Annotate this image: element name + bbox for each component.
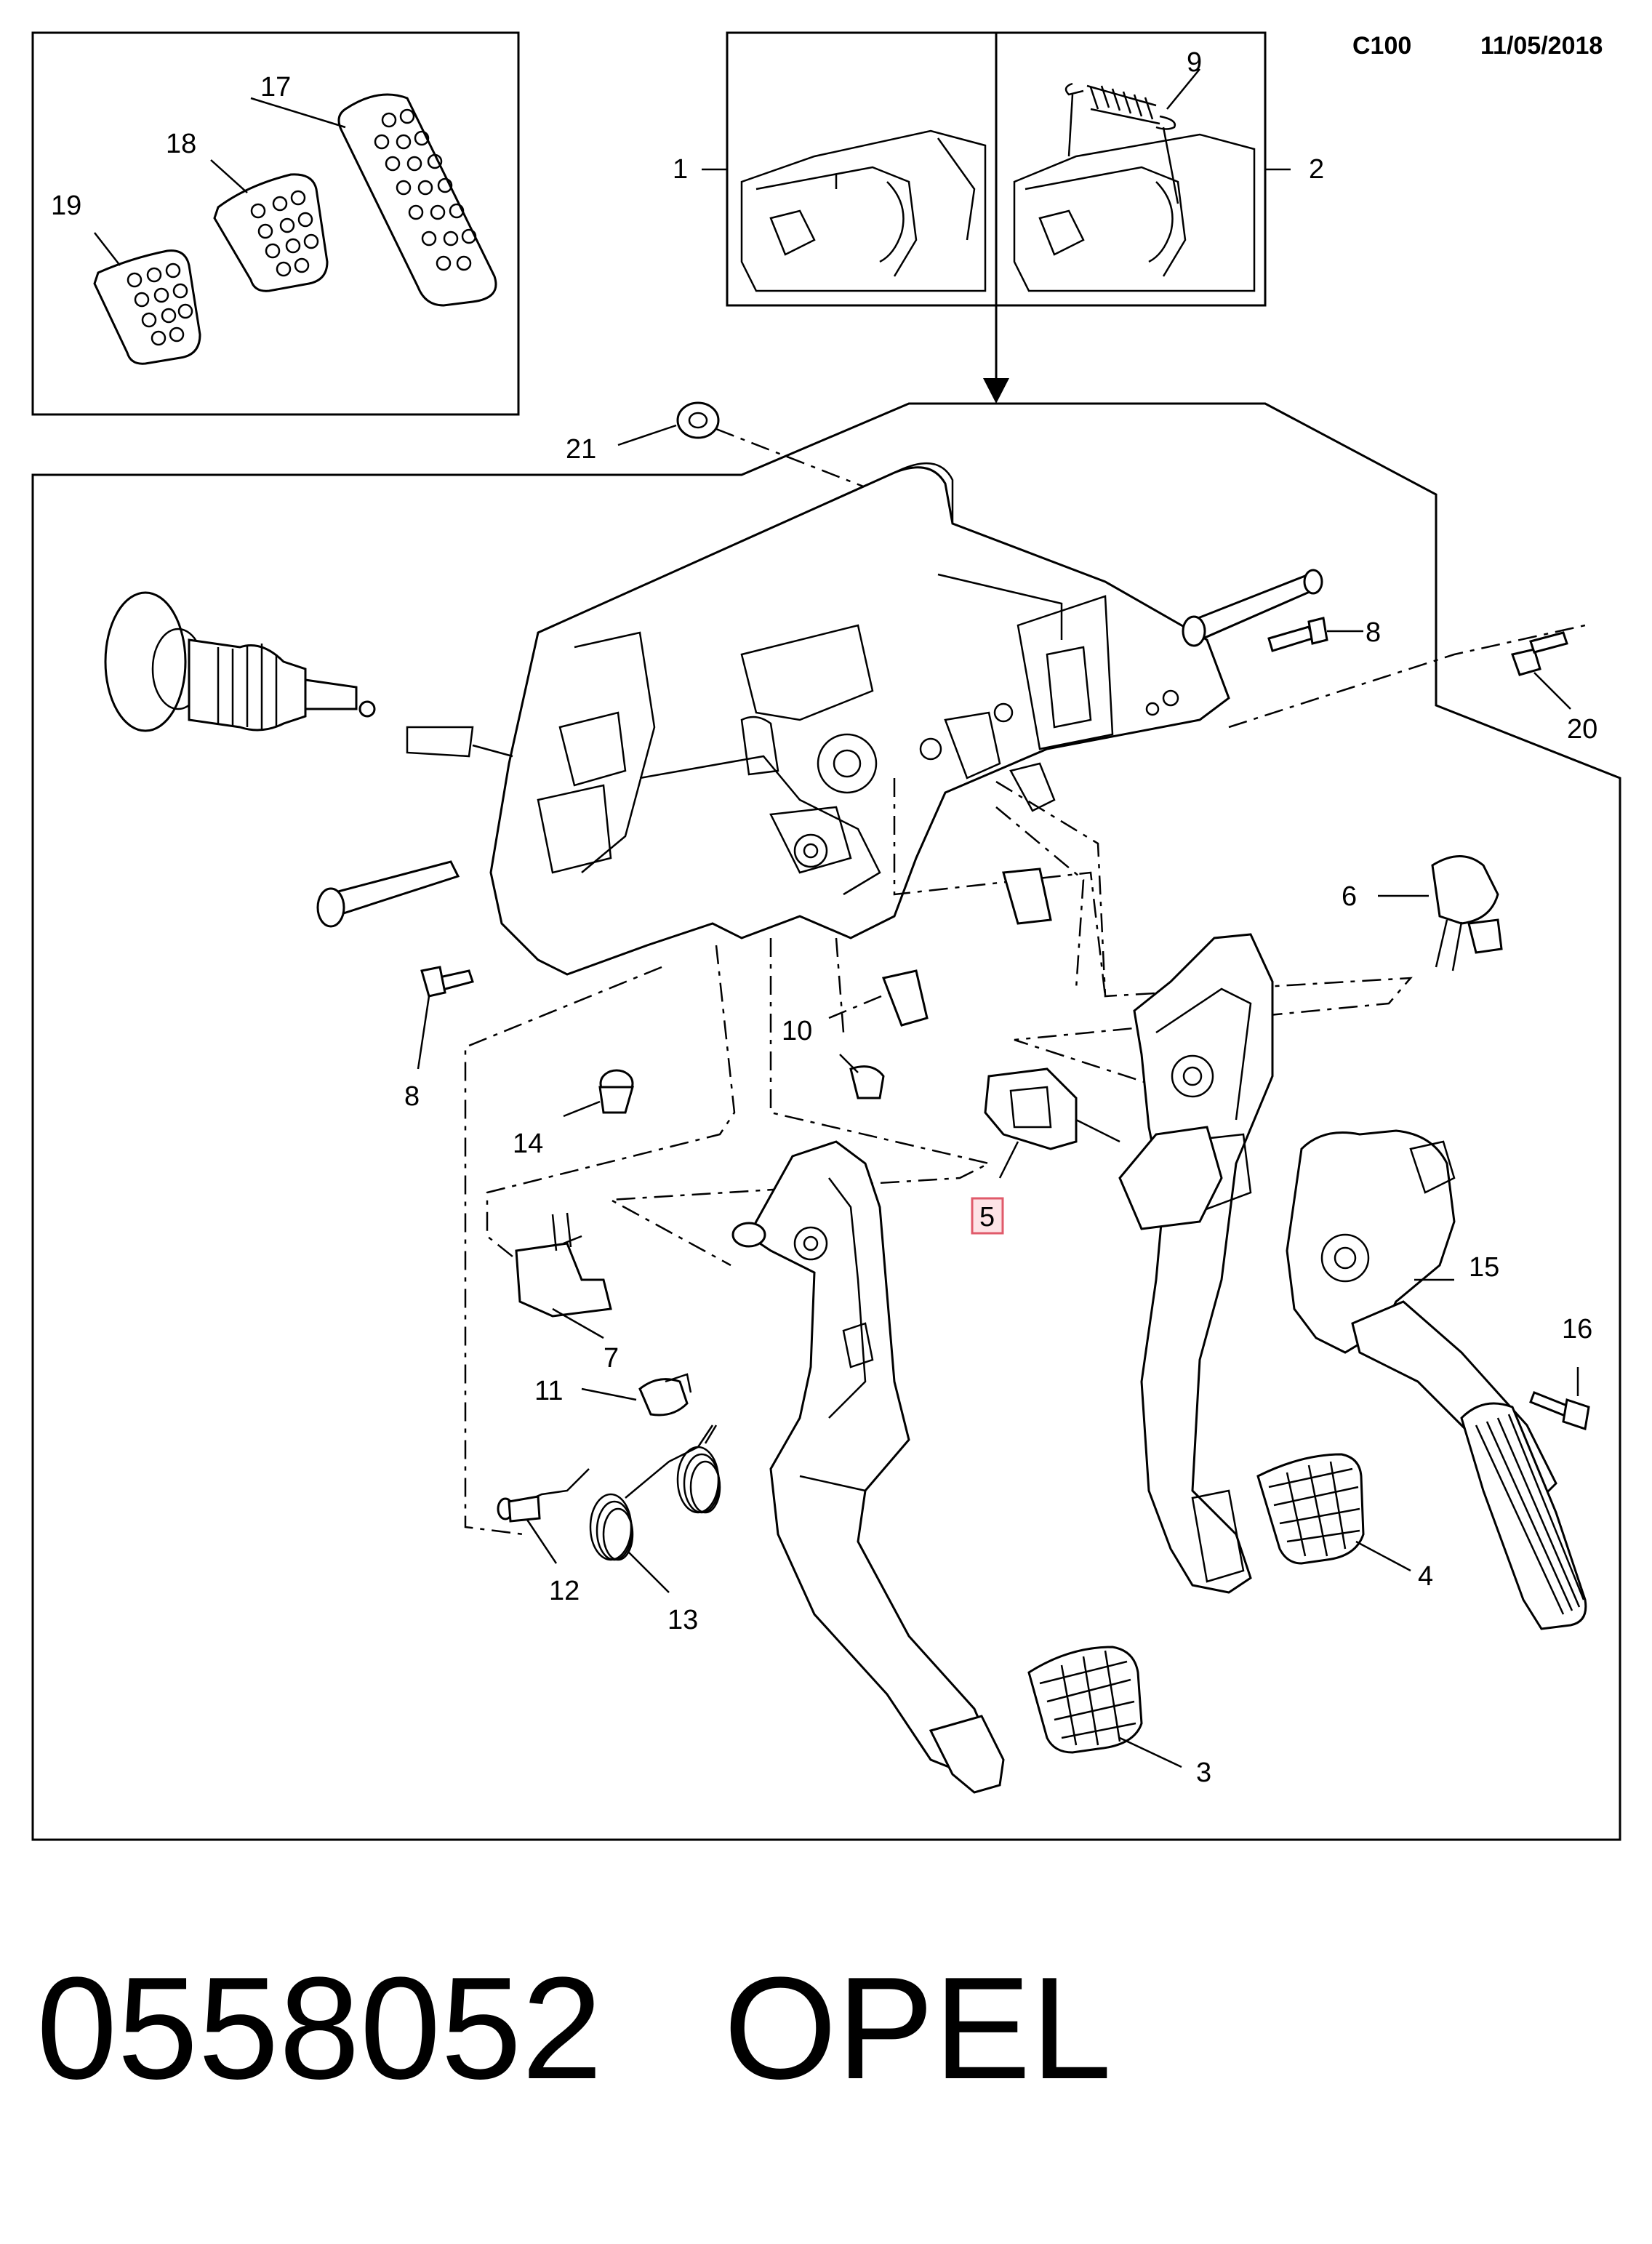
callout-2: 2	[1309, 154, 1324, 185]
pedal-pad-18	[213, 173, 329, 292]
clutch-pedal-pad-4	[1256, 1453, 1365, 1565]
brand-name: OPEL	[723, 1947, 1112, 2109]
callout-19: 19	[51, 191, 81, 221]
switch-7	[515, 1212, 612, 1318]
diagram-code: C100	[1352, 32, 1412, 60]
clutch-cylinder	[104, 591, 376, 732]
pedal-bracket	[489, 462, 1230, 976]
brake-pedal-pad-3	[1027, 1646, 1143, 1754]
brake-pedal	[731, 1140, 1005, 1794]
clip-bracket	[881, 867, 1052, 1027]
callout-8-upper: 8	[1366, 617, 1381, 648]
spring-detail-right	[1013, 133, 1256, 292]
callout-12: 12	[549, 1576, 580, 1606]
callout-11: 11	[534, 1376, 563, 1406]
clip-10	[849, 1065, 885, 1099]
callout-21: 21	[566, 434, 596, 465]
callout-5: 5	[979, 1202, 995, 1233]
pivot-pin-right	[1182, 569, 1323, 647]
callout-16: 16	[1562, 1314, 1592, 1345]
callout-9: 9	[1187, 47, 1202, 78]
callout-3: 3	[1196, 1758, 1211, 1788]
callout-1: 1	[673, 154, 688, 185]
callout-8-lower: 8	[404, 1081, 420, 1112]
callout-6: 6	[1342, 881, 1357, 912]
clip-11	[638, 1373, 692, 1416]
callout-17: 17	[260, 72, 291, 103]
callout-15: 15	[1469, 1252, 1499, 1283]
brake-switch-6	[1431, 855, 1503, 971]
callout-13: 13	[667, 1605, 698, 1635]
callout-5-highlight	[971, 1197, 1004, 1235]
callout-18: 18	[166, 129, 196, 159]
callout-4: 4	[1418, 1561, 1433, 1592]
part-number-footer: 0558052 OPEL	[36, 1956, 1112, 2101]
spring-13	[508, 1424, 721, 1561]
bumper-14	[598, 1069, 634, 1114]
bolt-8-lower	[420, 966, 474, 998]
callout-7: 7	[604, 1343, 619, 1374]
bolt-16	[1529, 1391, 1590, 1430]
clutch-pedal	[1118, 933, 1274, 1594]
bolt-8-upper	[1267, 617, 1328, 652]
diagram-date: 11/05/2018	[1480, 32, 1603, 60]
spring-detail-left	[740, 129, 987, 292]
accelerator-pedal-15	[1286, 1129, 1587, 1630]
pivot-pin	[316, 860, 460, 928]
arrow-down-icon	[983, 378, 1009, 404]
callout-10: 10	[782, 1016, 812, 1046]
pedal-pad-17	[337, 93, 497, 307]
callout-14: 14	[513, 1129, 543, 1159]
return-spring-9	[1064, 82, 1179, 204]
part-number: 0558052	[36, 1947, 603, 2109]
pin-12	[497, 1495, 541, 1523]
washer-21	[676, 401, 720, 439]
pedal-pads-inset-frame	[31, 31, 520, 416]
callout-20: 20	[1567, 714, 1597, 745]
main-diagram-frame	[31, 402, 1621, 1841]
bolt-20	[1511, 631, 1568, 676]
pedal-pad-19	[93, 249, 201, 365]
clutch-switch-5	[984, 1067, 1120, 1150]
